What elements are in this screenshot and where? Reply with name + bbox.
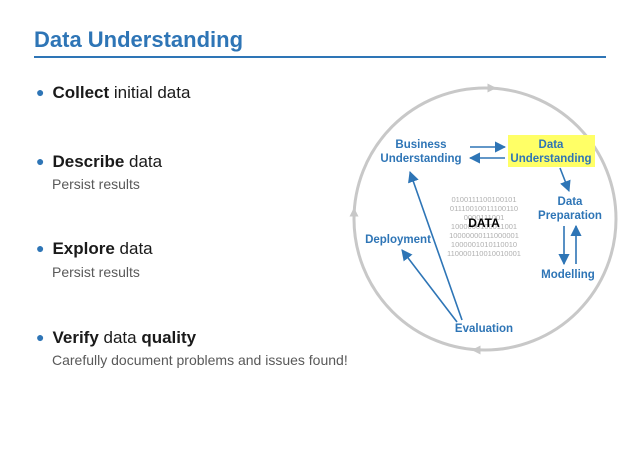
bullet-describe: ● Describe data (36, 152, 162, 172)
bullet-bold-2: quality (141, 328, 197, 347)
bullet-dot-icon: ● (36, 240, 45, 256)
binary-line: 01110010011100110 (450, 204, 518, 213)
bullet-text: data (98, 328, 142, 347)
bullet-sub-verify: Carefully document problems and issues f… (52, 352, 348, 368)
bullet-text: initial data (109, 83, 191, 102)
node-data-preparation-line1: Data (558, 196, 584, 208)
bullet-bold: Explore (52, 239, 115, 258)
node-data-understanding-line1: Data (539, 139, 565, 151)
bullet-bold: Collect (52, 83, 110, 102)
arrow-evaluation-to-deployment (401, 249, 458, 323)
binary-line: 1000000100011001 (451, 222, 517, 231)
bullet-dot-icon: ● (36, 153, 45, 169)
bullet-sub-explore: Persist results (52, 264, 140, 280)
data-center-label: DATA (468, 216, 500, 230)
title-underline (34, 56, 606, 58)
bullet-dot-icon: ● (36, 329, 45, 345)
bullet-bold: Describe (52, 152, 125, 171)
bullet-dot-icon: ● (36, 84, 45, 100)
data-binary-block: 0100111100100101 01110010011100110 00001… (447, 195, 521, 258)
node-evaluation: Evaluation (455, 323, 513, 335)
bullet-bold: Verify (52, 328, 99, 347)
binary-line: 10000000111000001 (449, 231, 519, 240)
node-business-line1: Business (395, 139, 446, 151)
bullet-sub-describe: Persist results (52, 176, 140, 192)
node-deployment: Deployment (365, 234, 431, 246)
node-modelling: Modelling (541, 269, 595, 281)
data-understanding-highlight (508, 135, 595, 167)
binary-line: 0000111001 (464, 213, 505, 222)
binary-line: 0100111100100101 (451, 195, 516, 204)
slide-title: Data Understanding (34, 27, 244, 52)
arrow-data-to-preparation (559, 167, 571, 193)
binary-line: 110000110010010001 (447, 249, 521, 258)
binary-line: 1000001010110010 (451, 240, 517, 249)
bullet-text: data (114, 239, 153, 258)
node-business-line2: Understanding (380, 153, 461, 165)
bullet-collect: ● Collect initial data (36, 83, 190, 103)
node-data-preparation-line2: Preparation (538, 210, 602, 222)
arrow-evaluation-to-business (408, 170, 463, 321)
node-data-understanding-line2: Understanding (510, 153, 591, 165)
bullet-text: data (124, 152, 163, 171)
bullet-verify: ● Verify data quality (36, 328, 196, 348)
bullet-explore: ● Explore data (36, 239, 153, 259)
